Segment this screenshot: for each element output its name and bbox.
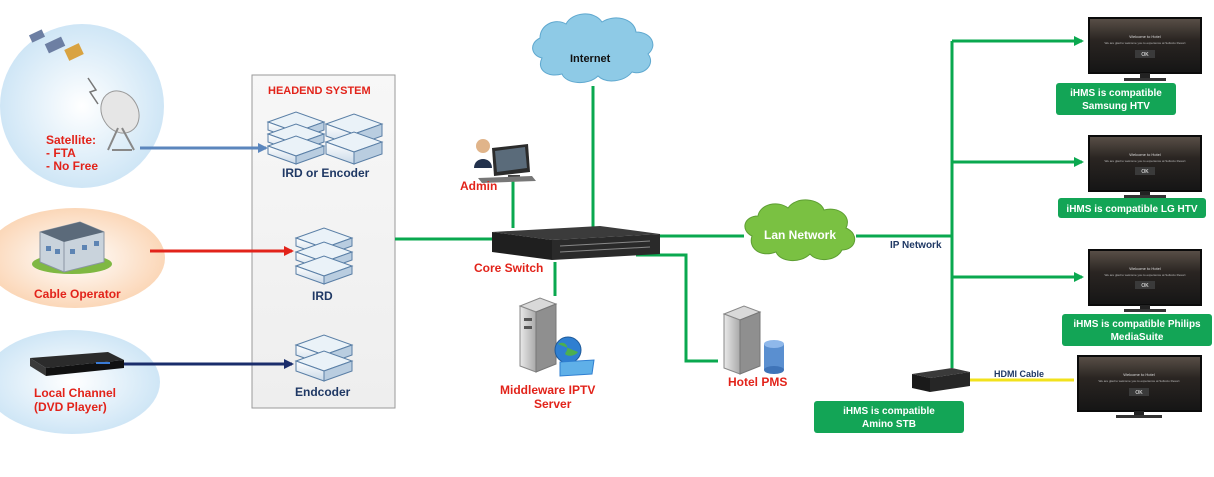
philips-tv: Welcome to Hotel We are glad to welcome … xyxy=(1062,249,1212,346)
lan-network-cloud: Lan Network xyxy=(744,199,856,261)
tv-screen-title: Welcome to Hotel xyxy=(1129,152,1161,157)
lg-badge xyxy=(1058,198,1206,218)
satellite-label-line1: Satellite: xyxy=(46,133,96,147)
satellite-dish-icon xyxy=(100,90,140,151)
tv-screen-subtitle: We are glad to welcome you to experience… xyxy=(1105,273,1186,277)
headend-panel: HEADEND SYSTEM xyxy=(251,74,396,409)
hotel-pms-label: Hotel PMS xyxy=(728,375,787,389)
tv-ok-button xyxy=(1135,281,1155,289)
ip-network-label: IP Network xyxy=(890,240,942,251)
satellite-label-line2: - FTA xyxy=(46,146,76,160)
tv-screen xyxy=(1088,17,1202,74)
tv-ok-label: OK xyxy=(1141,169,1149,175)
middleware-server: Middleware IPTV Server xyxy=(500,297,595,411)
headend-title: HEADEND SYSTEM xyxy=(268,85,371,97)
core-switch-label: Core Switch xyxy=(474,261,543,275)
database-server-icon xyxy=(722,305,784,375)
network-switch-icon xyxy=(492,226,660,260)
philips-badge-line2: MediaSuite xyxy=(1111,332,1164,343)
philips-badge-line1: iHMS is compatible Philips xyxy=(1073,319,1201,330)
samsung-badge xyxy=(1056,83,1176,115)
tv-screen xyxy=(1077,355,1202,412)
satellite-source: Satellite: - FTA - No Free xyxy=(0,24,164,188)
hdmi-tv: Welcome to Hotel We are glad to welcome … xyxy=(1077,355,1202,418)
internet-cloud: Internet xyxy=(532,13,654,83)
local-channel-bubble xyxy=(0,330,160,434)
amino-badge-line1: iHMS is compatible xyxy=(843,406,935,417)
lg-badge-text: iHMS is compatible LG HTV xyxy=(1066,204,1197,215)
cloud-icon xyxy=(744,199,856,261)
philips-badge xyxy=(1062,314,1212,346)
tv-ok-button xyxy=(1135,50,1155,58)
computer-monitor-icon xyxy=(478,144,536,183)
tv-ok-button xyxy=(1129,388,1149,396)
encoder-icon xyxy=(294,334,354,382)
middleware-label-line1: Middleware IPTV xyxy=(500,383,595,397)
local-channel-label-line2: (DVD Player) xyxy=(34,400,107,414)
lan-network-label: Lan Network xyxy=(764,228,836,242)
hotel-pms: Hotel PMS xyxy=(722,305,787,389)
admin-label: Admin xyxy=(460,179,497,193)
samsung-tv: Welcome to Hotel We are glad to welcome … xyxy=(1056,17,1202,115)
network-links xyxy=(395,36,1084,368)
tv-screen-subtitle: We are glad to welcome you to experience… xyxy=(1099,379,1180,383)
signal-bolt-icon xyxy=(87,77,99,105)
local-channel-label-line1: Local Channel xyxy=(34,386,116,400)
ird-encoder-icon xyxy=(266,111,384,165)
tv-screen xyxy=(1088,249,1202,306)
tv-screen xyxy=(1088,135,1202,192)
core-switch: Core Switch xyxy=(474,226,660,275)
internet-label: Internet xyxy=(570,53,611,65)
satellite-bubble xyxy=(0,24,164,188)
set-top-box-icon xyxy=(912,368,970,392)
tv-screen-subtitle: We are glad to welcome you to experience… xyxy=(1105,41,1186,45)
cable-operator-label: Cable Operator xyxy=(34,287,121,301)
cable-source: Cable Operator xyxy=(0,208,165,308)
admin-user-icon xyxy=(474,139,492,168)
hdmi-cable-label: HDMI Cable xyxy=(994,369,1044,379)
tv-ok-label: OK xyxy=(1135,390,1143,396)
amino-badge-line2: Amino STB xyxy=(862,419,916,430)
lg-tv: Welcome to Hotel We are glad to welcome … xyxy=(1058,135,1206,218)
tv-screen-subtitle: We are glad to welcome you to experience… xyxy=(1105,159,1186,163)
tv-screen-title: Welcome to Hotel xyxy=(1129,34,1161,39)
satellite-icon xyxy=(28,29,84,61)
encoder-label: Endcoder xyxy=(295,385,351,399)
globe-icon xyxy=(554,336,595,377)
ird-encoder-label: IRD or Encoder xyxy=(282,166,370,180)
amino-badge xyxy=(814,401,964,433)
building-icon xyxy=(32,221,112,274)
tv-ok-label: OK xyxy=(1141,52,1149,58)
amino-stb: iHMS is compatible Amino STB xyxy=(814,368,970,433)
satellite-label-line3: - No Free xyxy=(46,159,98,173)
ird-label: IRD xyxy=(312,289,333,303)
tv-ok-label: OK xyxy=(1141,283,1149,289)
ird-icon xyxy=(294,227,354,285)
dvd-player-icon xyxy=(30,352,124,376)
samsung-badge-line2: Samsung HTV xyxy=(1082,101,1150,112)
local-channel-source: Local Channel (DVD Player) xyxy=(0,330,160,434)
samsung-badge-line1: iHMS is compatible xyxy=(1070,88,1162,99)
tv-screen-title: Welcome to Hotel xyxy=(1123,372,1155,377)
middleware-label-line2: Server xyxy=(534,397,572,411)
server-icon xyxy=(518,297,558,373)
cloud-icon xyxy=(532,13,654,83)
tv-screen-title: Welcome to Hotel xyxy=(1129,266,1161,271)
switch-to-pms-link xyxy=(636,253,718,363)
tv-ok-button xyxy=(1135,167,1155,175)
admin-workstation: Admin xyxy=(460,139,536,193)
